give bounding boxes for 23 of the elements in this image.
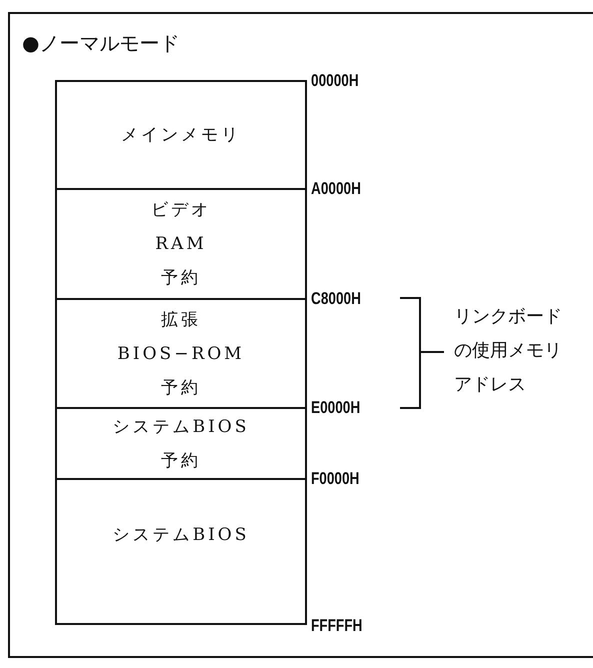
memory-region <box>55 298 307 409</box>
region-label: BIOS−ROM <box>117 342 245 366</box>
region-label: RAM <box>155 233 207 256</box>
region-label: ビデオ <box>151 199 211 222</box>
region-label: 予約 <box>161 450 201 472</box>
address-label: FFFFFH <box>311 617 362 635</box>
section-title: ●ノーマルモード <box>22 30 180 57</box>
memory-region <box>55 478 307 625</box>
region-label: システムBIOS <box>112 524 250 547</box>
address-label: 00000H <box>311 72 359 90</box>
memory-region <box>55 80 307 190</box>
address-label: E0000H <box>311 399 360 417</box>
region-label: 予約 <box>161 376 201 400</box>
region-label: メインメモリ <box>121 124 241 147</box>
memory-region <box>55 407 307 480</box>
region-label: システムBIOS <box>112 416 250 438</box>
region-label: 拡張 <box>161 308 201 332</box>
memory-region <box>55 188 307 300</box>
address-label: A0000H <box>311 180 361 198</box>
address-label: C8000H <box>311 290 361 308</box>
note-text: リンクボードの使用メモリアドレス <box>454 305 563 397</box>
address-label: F0000H <box>311 470 360 488</box>
region-label: 予約 <box>161 267 201 290</box>
